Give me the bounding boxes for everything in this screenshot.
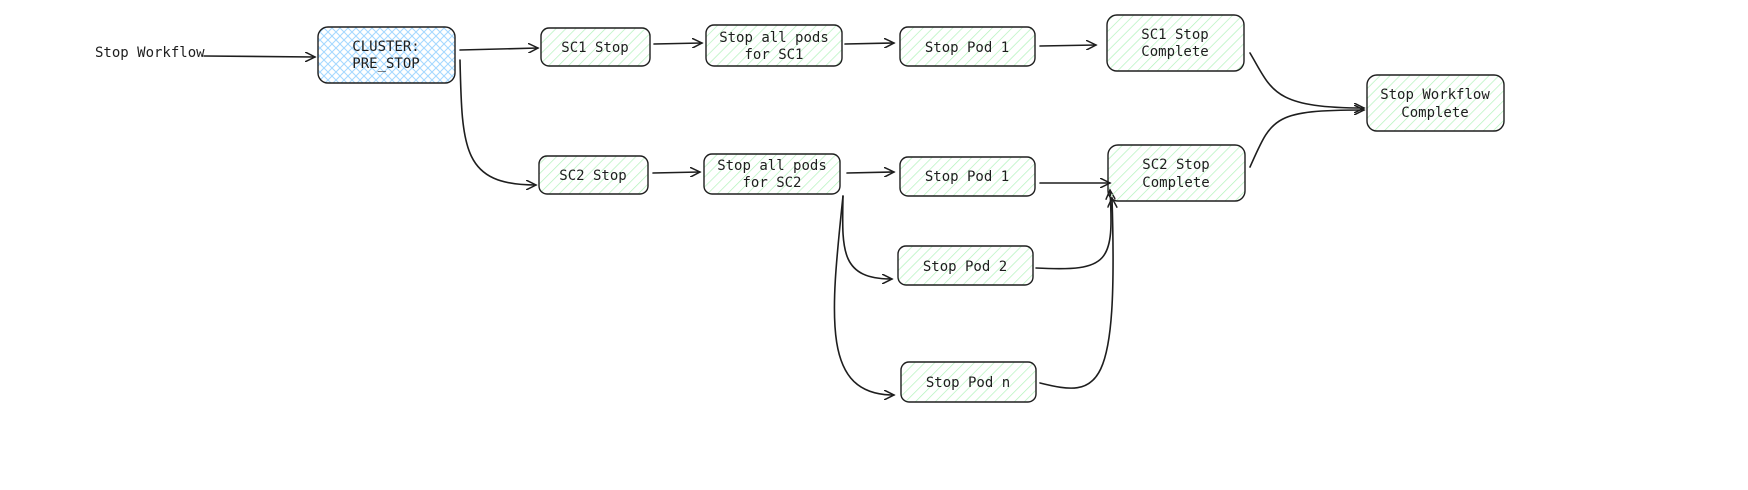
node-sc1-stop-pod-1: Stop Pod 1 [899, 26, 1036, 67]
edge-sc1-stop-to-stop-all [653, 43, 702, 44]
node-label-line: SC1 Stop [1141, 27, 1208, 43]
node-label-line: Stop all pods [719, 30, 829, 46]
node-label-line: SC1 Stop [561, 40, 628, 56]
node-label-line: Stop all pods [717, 158, 827, 174]
node-label-line: Complete [1401, 105, 1468, 121]
node-sc2-stop: SC2 Stop [538, 155, 649, 195]
edge-sc2-complete-to-workflow-complete [1249, 110, 1364, 168]
edge-sc2-stop-all-to-podn [833, 195, 894, 395]
node-stop-workflow-complete: Stop Workflow Complete [1366, 74, 1505, 132]
edge-sc1-pod1-to-complete [1039, 45, 1096, 46]
node-sc2-stop-pod-n: Stop Pod n [900, 361, 1037, 403]
node-sc1-stop-complete: SC1 Stop Complete [1106, 14, 1245, 72]
edge-sc1-stop-all-to-pod1 [844, 43, 894, 44]
edge-sc2-stop-to-stop-all [652, 172, 700, 173]
edge-sc2-pod2-to-complete [1035, 190, 1111, 270]
node-label-line: Complete [1141, 44, 1208, 60]
node-label-line: Complete [1142, 175, 1209, 191]
node-label-line: for SC2 [742, 175, 801, 191]
edge-sc1-complete-to-workflow-complete [1249, 52, 1364, 108]
node-label-line: for SC1 [744, 47, 803, 63]
edge-sc2-podn-to-complete [1039, 198, 1113, 389]
node-label-line: SC2 Stop [559, 168, 626, 184]
node-cluster-pre-stop: CLUSTER: PRE_STOP [317, 26, 456, 84]
node-label-line: CLUSTER: [352, 39, 419, 55]
node-label-line: Stop Workflow [1380, 87, 1490, 103]
node-sc1-stop-all-pods: Stop all pods for SC1 [705, 24, 843, 67]
start-label: Stop Workflow [95, 45, 205, 61]
node-label-line: Stop Pod 1 [925, 169, 1009, 185]
edge-cluster-to-sc2-stop [459, 59, 536, 185]
edge-cluster-to-sc1-stop [459, 48, 538, 50]
node-label-line: Stop Pod n [926, 375, 1010, 391]
node-label-line: PRE_STOP [352, 56, 419, 72]
node-sc2-stop-complete: SC2 Stop Complete [1107, 144, 1246, 202]
edges [203, 43, 1364, 395]
edge-sc2-stop-all-to-pod1 [846, 172, 894, 173]
edge-sc2-stop-all-to-pod2 [841, 195, 892, 279]
node-sc2-stop-pod-1: Stop Pod 1 [899, 156, 1036, 197]
node-sc1-stop: SC1 Stop [540, 27, 651, 67]
node-label-line: SC2 Stop [1142, 157, 1209, 173]
node-label-line: Stop Pod 2 [923, 259, 1007, 275]
edge-start-to-cluster [203, 56, 315, 57]
node-sc2-stop-all-pods: Stop all pods for SC2 [703, 153, 841, 195]
node-sc2-stop-pod-2: Stop Pod 2 [897, 245, 1034, 286]
node-label-line: Stop Pod 1 [925, 40, 1009, 56]
